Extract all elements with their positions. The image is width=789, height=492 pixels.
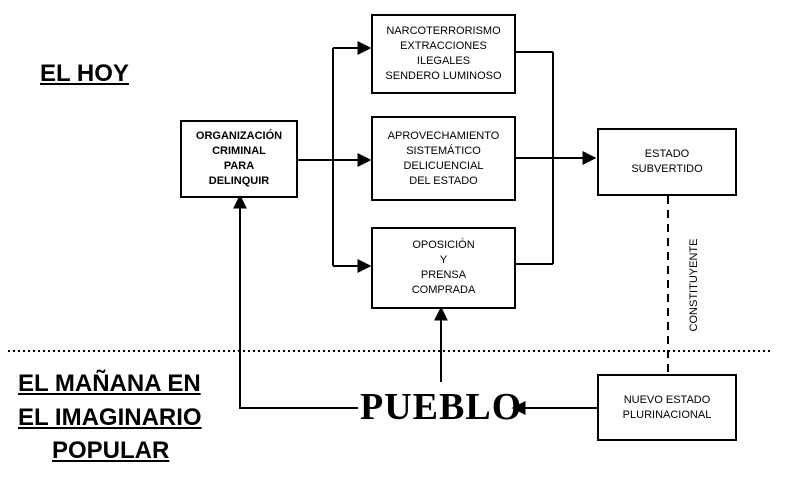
el-manana-label-line1: EL MAÑANA EN <box>18 370 201 397</box>
el-hoy-label: EL HOY <box>40 60 129 87</box>
box-aprovechamiento-line: APROVECHAMIENTO <box>387 129 500 142</box>
box-nuevo-line: PLURINACIONAL <box>622 408 712 421</box>
box-organizacion-line: DELINQUIR <box>208 175 270 187</box>
box-organizacion-line: CRIMINAL <box>212 145 266 157</box>
box-organizacion-criminal: ORGANIZACIÓN CRIMINAL PARA DELINQUIR <box>180 120 298 198</box>
box-nuevo-line: NUEVO ESTADO <box>623 393 711 406</box>
box-estado-line: SUBVERTIDO <box>631 163 703 175</box>
pueblo-label: PUEBLO <box>360 386 523 428</box>
box-oposicion-line: Y <box>439 254 448 266</box>
box-narco-line: ILEGALES <box>416 55 471 67</box>
box-oposicion-line: OPOSICIÓN <box>412 239 475 251</box>
box-estado-line: ESTADO <box>644 148 690 160</box>
box-oposicion-line: COMPRADA <box>411 284 476 296</box>
box-aprovechamiento-line: SISTEMÁTICO <box>406 144 481 157</box>
box-organizacion-line: ORGANIZACIÓN <box>195 130 283 142</box>
box-oposicion-prensa: OPOSICIÓN Y PRENSA COMPRADA <box>371 227 516 309</box>
box-oposicion-line: PRENSA <box>420 269 467 281</box>
box-nuevo-estado: NUEVO ESTADO PLURINACIONAL <box>597 374 737 441</box>
el-manana-label-line2: EL IMAGINARIO <box>18 404 202 431</box>
box-aprovechamiento-line: DELICUENCIAL <box>403 159 484 172</box>
box-organizacion-line: PARA <box>223 160 255 172</box>
el-manana-label-line3: POPULAR <box>52 437 170 464</box>
box-narco-line: EXTRACCIONES <box>400 40 487 52</box>
box-aprovechamiento-line: DEL ESTADO <box>409 174 478 187</box>
box-narcoterrorismo: NARCOTERRORISMO EXTRACCIONES ILEGALES SE… <box>371 14 516 94</box>
box-narco-line: NARCOTERRORISMO <box>386 25 501 37</box>
box-estado-subvertido: ESTADO SUBVERTIDO <box>597 128 737 196</box>
box-narco-line: SENDERO LUMINOSO <box>385 70 502 82</box>
box-aprovechamiento: APROVECHAMIENTO SISTEMÁTICO DELICUENCIAL… <box>371 116 516 201</box>
constituyente-label: CONSTITUYENTE <box>688 238 700 332</box>
